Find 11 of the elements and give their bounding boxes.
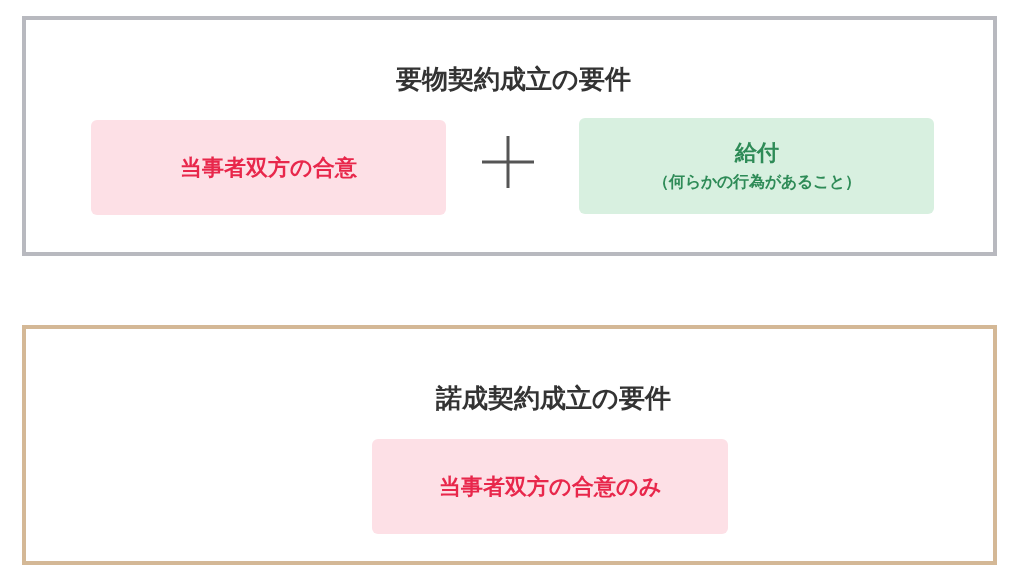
panel-heading: 諾成契約成立の要件 [435, 382, 672, 415]
panel-heading: 要物契約成立の要件 [395, 63, 632, 96]
requirements-panel [22, 325, 997, 565]
requirements-panel [22, 16, 997, 256]
requirement-box [372, 439, 728, 534]
requirement-box [91, 120, 446, 215]
requirement-text: 当事者双方の合意のみ [438, 472, 662, 501]
requirement-note: （何らかの行為があること） [652, 171, 861, 193]
requirement-text: 給付 [734, 139, 779, 167]
requirement-text: 当事者双方の合意 [180, 153, 357, 182]
requirement-box [579, 118, 934, 214]
